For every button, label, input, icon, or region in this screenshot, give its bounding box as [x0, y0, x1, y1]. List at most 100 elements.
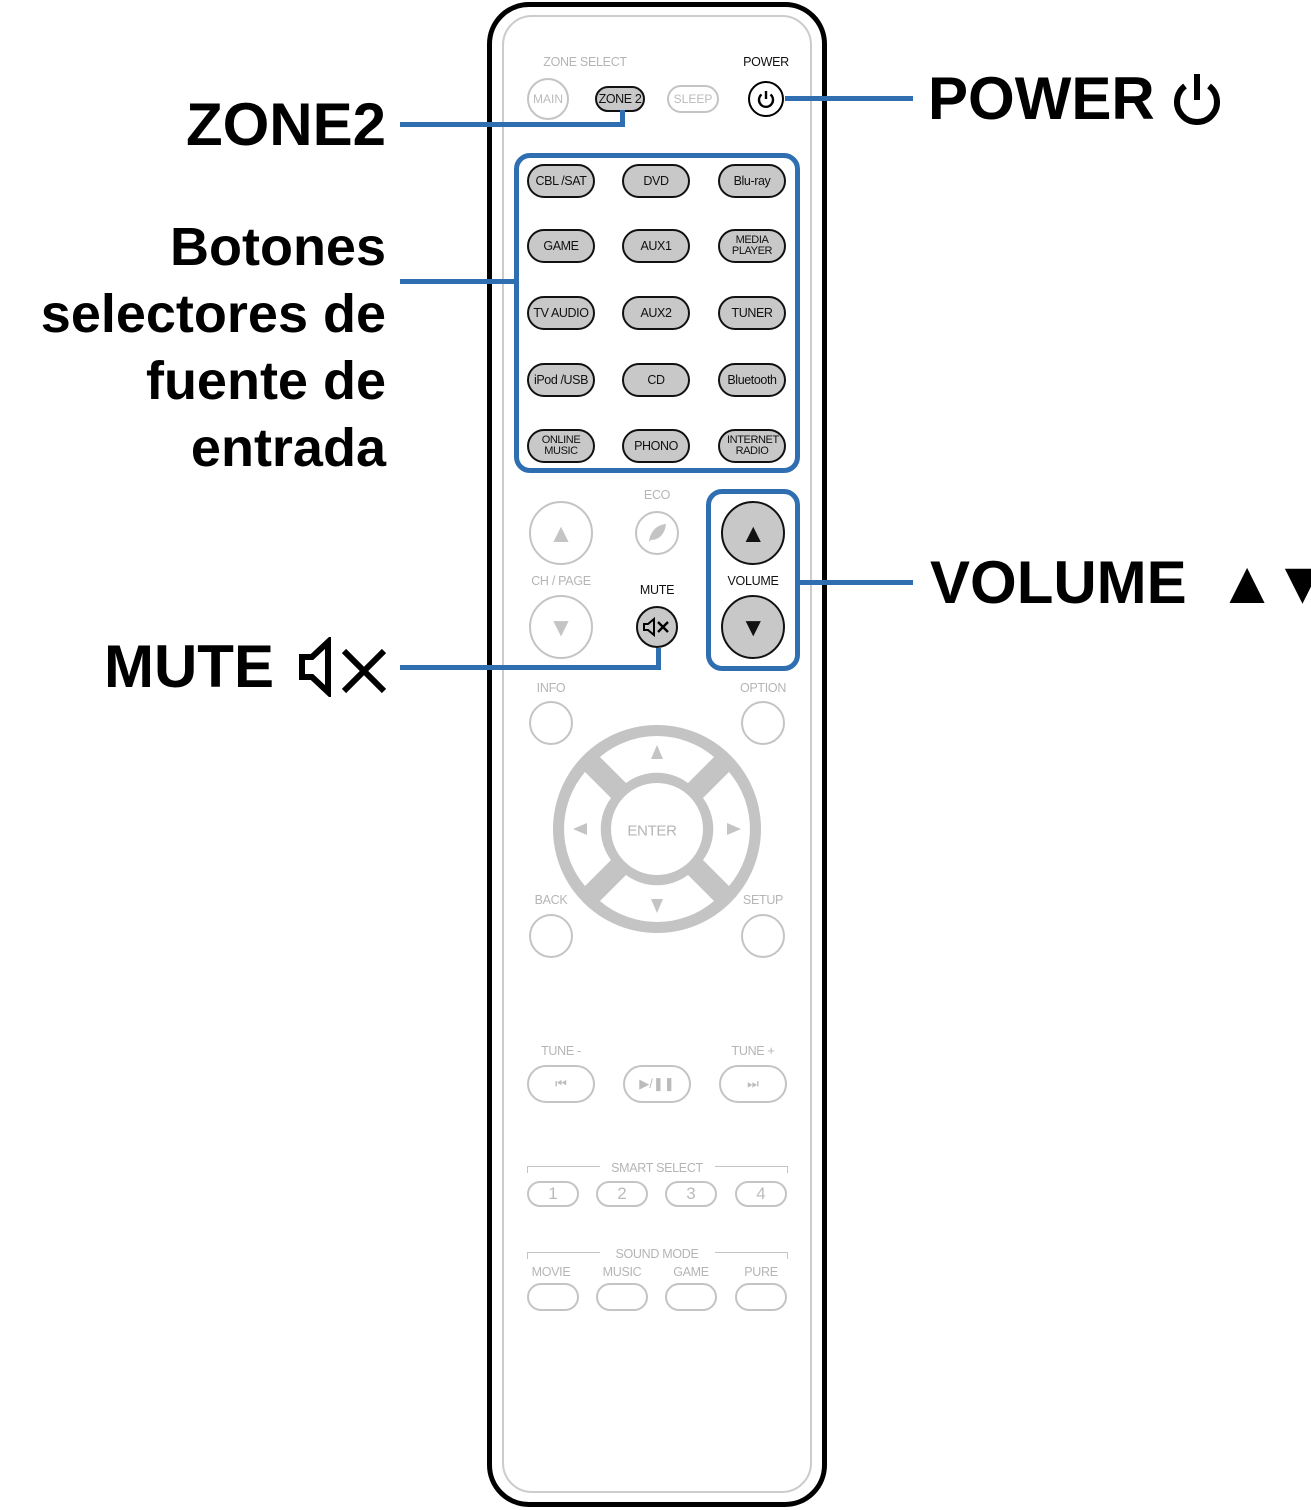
- power-button[interactable]: [748, 81, 784, 117]
- triangle-up-icon: ▲: [548, 517, 574, 548]
- mute-callout: MUTE: [104, 634, 390, 700]
- back-button[interactable]: [529, 914, 573, 958]
- sound-mode-label: SOUND MODE: [615, 1247, 699, 1261]
- smart-select-label: SMART SELECT: [611, 1161, 703, 1175]
- source-button-tuner[interactable]: TUNER: [718, 296, 786, 330]
- info-button[interactable]: [529, 701, 573, 745]
- divider: [715, 1252, 788, 1259]
- smart-select-button-1[interactable]: 1: [527, 1181, 579, 1207]
- option-label: OPTION: [739, 681, 787, 695]
- sound-mode-label-pure: PURE: [744, 1265, 778, 1279]
- channel-up-button[interactable]: ▲: [529, 501, 593, 565]
- smart-select-button-4[interactable]: 4: [735, 1181, 787, 1207]
- smart-select-button-2[interactable]: 2: [596, 1181, 648, 1207]
- source-button-tv-audio[interactable]: TV AUDIO: [527, 296, 595, 330]
- cursor-segments: [564, 736, 750, 922]
- source-button-label: CBL /SAT: [535, 174, 587, 188]
- source-button-media-player[interactable]: MEDIA PLAYER: [718, 229, 786, 263]
- ch-page-label: CH / PAGE: [531, 574, 591, 588]
- enter-label: ENTER: [627, 822, 677, 840]
- zone2-callout-line: [400, 122, 625, 127]
- zone2-button[interactable]: ZONE 2: [595, 86, 645, 112]
- eco-label: ECO: [643, 488, 671, 502]
- volume-highlight: [706, 489, 800, 671]
- mute-label: MUTE: [639, 583, 675, 597]
- volume-down-button[interactable]: ▼: [721, 595, 785, 659]
- source-button-game[interactable]: GAME: [527, 229, 595, 263]
- source-button-label: iPod /USB: [533, 373, 589, 387]
- sound-mode-button-music[interactable]: [596, 1283, 648, 1311]
- channel-down-button[interactable]: ▼: [529, 595, 593, 659]
- cursor-right-button[interactable]: [703, 772, 750, 886]
- source-button-phono[interactable]: PHONO: [622, 429, 690, 463]
- callout-line-1: Botones: [170, 217, 386, 277]
- source-button-internet-radio[interactable]: INTERNET RADIO: [718, 429, 786, 463]
- smart-select-button-3[interactable]: 3: [665, 1181, 717, 1207]
- play-pause-icon: ▶/❚❚: [639, 1076, 675, 1091]
- volume-callout: VOLUME ▲▼: [930, 550, 1311, 616]
- mute-icon: [643, 616, 669, 638]
- source-button-online-music[interactable]: ONLINE MUSIC: [527, 429, 595, 463]
- sound-mode-label-music: MUSIC: [602, 1265, 642, 1279]
- mute-callout-line: [656, 648, 661, 670]
- mute-callout-text: MUTE: [104, 633, 274, 700]
- cursor-left-button[interactable]: [564, 772, 611, 886]
- enter-button[interactable]: [611, 783, 703, 875]
- source-button-cbl-sat[interactable]: CBL /SAT: [527, 164, 595, 198]
- callout-line-4: entrada: [190, 418, 386, 478]
- sound-mode-button-game[interactable]: [665, 1283, 717, 1311]
- option-button[interactable]: [741, 701, 785, 745]
- arrow-right-icon: [727, 823, 741, 835]
- source-button-aux2[interactable]: AUX2: [622, 296, 690, 330]
- back-label: BACK: [534, 893, 568, 907]
- tune-minus-label: TUNE -: [541, 1044, 581, 1058]
- source-button-label: ONLINE MUSIC: [541, 434, 581, 457]
- next-button[interactable]: ⏭: [719, 1065, 787, 1103]
- callout-line-2: selectores de: [40, 284, 386, 344]
- source-buttons-highlight: [514, 153, 800, 473]
- cursor-up-button[interactable]: [600, 736, 714, 783]
- arrow-left-icon: [573, 823, 587, 835]
- sleep-button[interactable]: SLEEP: [667, 85, 719, 113]
- source-button-cd[interactable]: CD: [622, 363, 690, 397]
- mute-button[interactable]: [636, 606, 678, 648]
- triangle-up-icon: ▲: [740, 518, 766, 548]
- source-button-ipod-usb[interactable]: iPod /USB: [527, 363, 595, 397]
- mute-icon: [298, 637, 387, 697]
- source-button-aux1[interactable]: AUX1: [622, 229, 690, 263]
- sound-mode-label-movie: MOVIE: [531, 1265, 571, 1279]
- arrow-up-icon: [651, 745, 663, 759]
- zone2-callout: ZONE2: [185, 91, 386, 158]
- volume-callout-line: [799, 580, 913, 585]
- volume-up-button[interactable]: ▲: [721, 501, 785, 565]
- source-button-label: TUNER: [731, 306, 773, 320]
- power-callout: POWER: [928, 66, 1223, 132]
- previous-button[interactable]: ⏮: [527, 1065, 595, 1103]
- remote-body: [487, 2, 827, 1507]
- power-callout-text: POWER: [928, 65, 1155, 132]
- source-button-label: INTERNET RADIO: [727, 434, 779, 457]
- setup-button[interactable]: [741, 914, 785, 958]
- source-callout-line: [400, 279, 515, 284]
- info-label: INFO: [536, 681, 566, 695]
- cursor-down-button[interactable]: [600, 875, 714, 922]
- mute-callout-line: [400, 665, 661, 670]
- previous-icon: ⏮: [555, 1076, 567, 1091]
- sound-mode-button-movie[interactable]: [527, 1283, 579, 1311]
- source-button-bluetooth[interactable]: Bluetooth: [718, 363, 786, 397]
- arrow-down-icon: [651, 899, 663, 913]
- source-button-label: AUX1: [640, 239, 672, 253]
- eco-button[interactable]: [635, 511, 679, 555]
- triangle-down-icon: ▼: [548, 611, 574, 642]
- play-pause-button[interactable]: ▶/❚❚: [623, 1065, 691, 1103]
- source-button-blu-ray[interactable]: Blu-ray: [718, 164, 786, 198]
- source-button-label: DVD: [643, 174, 669, 188]
- triangle-down-icon: ▼: [740, 612, 766, 642]
- setup-label: SETUP: [742, 893, 784, 907]
- source-button-dvd[interactable]: DVD: [622, 164, 690, 198]
- power-icon: [757, 91, 775, 109]
- sound-mode-button-pure[interactable]: [735, 1283, 787, 1311]
- cursor-pad[interactable]: [551, 723, 763, 935]
- source-buttons-callout: Botones selectores de fuente de entrada: [41, 214, 386, 482]
- main-button[interactable]: MAIN: [527, 78, 569, 120]
